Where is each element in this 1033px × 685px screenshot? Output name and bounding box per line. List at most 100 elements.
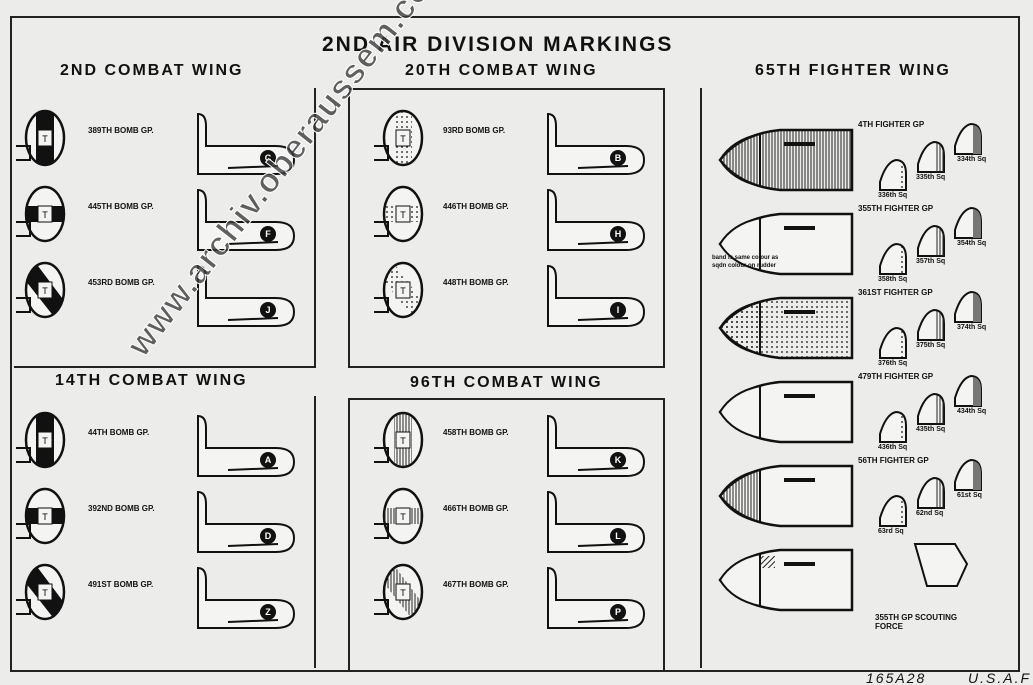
group-letter: D	[265, 531, 272, 541]
squadron-tail-icon	[954, 458, 982, 491]
fighter-group-marking	[718, 290, 982, 360]
tail-plane-icon: F	[197, 188, 296, 251]
fighter-group-marking	[718, 543, 969, 612]
bomb-group-marking: TK	[374, 411, 646, 477]
group-letter: K	[615, 455, 622, 465]
tail-fin-icon: T	[374, 563, 424, 621]
tail-marker: T	[400, 436, 406, 446]
bomb-group-marking: TH	[374, 185, 646, 251]
tail-plane-icon: P	[547, 566, 646, 629]
tail-plane-icon: Z	[197, 566, 296, 629]
tail-plane-icon: B	[547, 112, 646, 175]
squadron-tail-icon	[917, 224, 945, 257]
group-letter: P	[615, 607, 621, 617]
wing-title: 2ND COMBAT WING	[60, 62, 244, 79]
tail-plane-icon: A	[197, 414, 296, 477]
squadron-label: 354th Sq	[957, 240, 987, 247]
squadron-label: 63rd Sq	[878, 528, 904, 535]
group-letter: Z	[265, 607, 271, 617]
group-letter-circle	[260, 302, 276, 318]
panel-65th-wing	[700, 88, 1018, 668]
fighter-nose-icon	[718, 296, 854, 360]
squadron-tail-icon	[954, 206, 982, 239]
wing-title: 14TH COMBAT WING	[55, 372, 248, 389]
tail-fin-icon: T	[16, 261, 66, 319]
annotation-note: band is same colour as sqdn colour on ru…	[712, 255, 779, 269]
group-letter-circle	[260, 150, 276, 166]
wing-title: 20TH COMBAT WING	[405, 62, 598, 79]
bomb-group-label: 466TH BOMB GP.	[443, 504, 509, 513]
fighter-nose-icon	[718, 464, 854, 528]
footer-code: 165A28	[866, 670, 927, 685]
fighter-nose-icon	[718, 128, 854, 192]
footer-org: U.S.A.F	[968, 670, 1032, 685]
squadron-tail-icon	[879, 326, 907, 359]
tail-fin-icon: T	[16, 109, 66, 167]
page-title: 2ND AIR DIVISION MARKINGS	[322, 33, 674, 56]
tail-marker: T	[400, 210, 406, 220]
squadron-tail-icon	[954, 122, 982, 155]
group-letter-circle	[610, 302, 626, 318]
group-letter-circle	[260, 226, 276, 242]
group-letter: I	[617, 305, 620, 315]
tail-plane-icon: D	[197, 490, 296, 553]
bomb-group-label: 491ST BOMB GP.	[88, 580, 154, 589]
bomb-group-label: 392ND BOMB GP.	[88, 504, 155, 513]
tail-plane-icon: L	[547, 490, 646, 553]
squadron-label: 357th Sq	[916, 258, 946, 265]
squadron-tail-icon	[917, 308, 945, 341]
panel-2nd-wing	[14, 88, 316, 368]
squadron-label: 436th Sq	[878, 444, 908, 451]
squadron-label: 358th Sq	[878, 276, 908, 283]
fighter-group-marking	[718, 122, 982, 192]
squadron-label: 336th Sq	[878, 192, 908, 199]
fighter-group-label: 56TH FIGHTER GP	[858, 456, 929, 465]
tail-fin-icon: T	[374, 487, 424, 545]
squadron-label: 335th Sq	[916, 174, 946, 181]
tail-fin-icon: T	[374, 411, 424, 469]
bomb-group-label: 93RD BOMB GP.	[443, 126, 506, 135]
squadron-tail-icon	[879, 158, 907, 191]
group-letter-circle	[260, 604, 276, 620]
bomb-group-marking: TD	[16, 487, 296, 553]
squadron-tail-icon	[917, 476, 945, 509]
squadron-label: 374th Sq	[957, 324, 987, 331]
tail-fin-icon: T	[16, 411, 66, 469]
group-letter: B	[615, 153, 622, 163]
bomb-group-marking: TL	[374, 487, 646, 553]
bomb-group-label: 445TH BOMB GP.	[88, 202, 154, 211]
tail-marker: T	[42, 210, 48, 220]
tail-marker: T	[42, 436, 48, 446]
group-letter: L	[615, 531, 621, 541]
tail-plane-icon: I	[547, 264, 646, 327]
bomb-group-marking: TC	[16, 109, 296, 175]
fighter-group-label: 4TH FIGHTER GP	[858, 120, 925, 129]
squadron-tail-icon	[879, 494, 907, 527]
scouting-force-icon	[913, 543, 969, 587]
fighter-group-label: 355TH FIGHTER GP	[858, 204, 934, 213]
tail-plane-icon: J	[197, 264, 296, 327]
fighter-group-label: 361ST FIGHTER GP	[858, 288, 933, 297]
bomb-group-marking: TP	[374, 563, 646, 629]
tail-marker: T	[400, 286, 406, 296]
panel-96th-wing	[348, 398, 665, 670]
group-letter-circle	[260, 528, 276, 544]
bomb-group-marking: TJ	[16, 261, 296, 327]
group-letter: A	[265, 455, 272, 465]
wing-title: 96TH COMBAT WING	[410, 374, 603, 391]
group-letter: H	[615, 229, 622, 239]
group-letter-circle	[610, 226, 626, 242]
bomb-group-label: 389TH BOMB GP.	[88, 126, 154, 135]
group-letter-circle	[260, 452, 276, 468]
tail-fin-icon: T	[374, 261, 424, 319]
squadron-label: 376th Sq	[878, 360, 908, 367]
squadron-label: 334th Sq	[957, 156, 987, 163]
squadron-tail-icon	[879, 410, 907, 443]
tail-plane-icon: H	[547, 188, 646, 251]
tail-fin-icon: T	[16, 563, 66, 621]
tail-marker: T	[400, 134, 406, 144]
squadron-tail-icon	[917, 140, 945, 173]
tail-marker: T	[400, 588, 406, 598]
group-letter-circle	[610, 452, 626, 468]
